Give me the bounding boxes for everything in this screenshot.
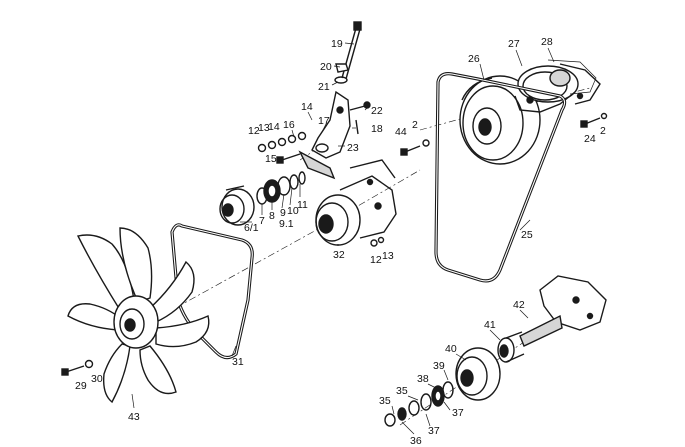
- label-14-left: 14: [268, 121, 280, 133]
- label-18: 18: [371, 123, 383, 135]
- label-9-1: 9.1: [279, 218, 294, 230]
- label-21: 21: [318, 81, 330, 93]
- label-16: 16: [283, 119, 295, 131]
- label-15: 15: [265, 153, 277, 165]
- label-20: 20: [320, 61, 332, 73]
- label-9: 9: [280, 207, 286, 219]
- label-39: 39: [433, 360, 445, 372]
- label-26: 26: [468, 53, 480, 65]
- label-12-mid: 12: [370, 254, 382, 266]
- label-19: 19: [331, 38, 343, 50]
- label-28: 28: [541, 36, 553, 48]
- label-29: 29: [75, 380, 87, 392]
- label-12-top: 12: [248, 125, 260, 137]
- pin-18: [355, 119, 359, 135]
- label-31: 31: [232, 356, 244, 368]
- label-23: 23: [347, 142, 359, 154]
- label-27: 27: [508, 38, 520, 50]
- part-number-labels: 19 20 21 22 14 17 16 14 13 12 18 23 15 1…: [75, 36, 606, 447]
- label-37-right: 37: [452, 407, 464, 419]
- label-25: 25: [521, 229, 533, 241]
- label-8: 8: [269, 210, 275, 222]
- tensioner-bracket-23: [298, 90, 351, 180]
- bolt-15: [276, 153, 301, 164]
- label-13-mid: 13: [382, 250, 394, 262]
- bracket-42: [519, 275, 607, 347]
- label-41: 41: [484, 319, 496, 331]
- water-pump-gasket: [547, 59, 597, 95]
- label-35-left: 35: [379, 395, 391, 407]
- label-38: 38: [417, 373, 429, 385]
- label-14-top: 14: [301, 101, 313, 113]
- label-24: 24: [584, 133, 596, 145]
- water-pump-housing: [514, 63, 601, 113]
- label-13-top: 13: [258, 122, 270, 134]
- water-pump-pulley: [459, 75, 541, 165]
- screw-44: [400, 139, 430, 156]
- label-32: 32: [333, 249, 345, 261]
- label-2-left: 2: [412, 119, 418, 131]
- label-10: 10: [287, 205, 299, 217]
- label-17: 17: [318, 115, 330, 127]
- label-36: 36: [410, 435, 422, 447]
- label-7: 7: [259, 215, 265, 227]
- fan-43: [67, 227, 210, 404]
- washer-21: [334, 76, 348, 84]
- label-6-1: 6/1: [244, 222, 259, 234]
- crank-pulley-40: [455, 347, 501, 401]
- label-42: 42: [513, 299, 525, 311]
- washer-stack-12-17: [257, 131, 307, 153]
- v-belt-25: [434, 72, 567, 283]
- label-30: 30: [91, 373, 103, 385]
- leader-lines: [131, 42, 555, 435]
- washers-12-13: [370, 236, 385, 247]
- v-belt-31: [170, 223, 254, 360]
- label-37-bottom: 37: [428, 425, 440, 437]
- sleeve-41: [497, 331, 525, 363]
- label-2-right: 2: [600, 125, 606, 137]
- screw-24: [580, 112, 608, 128]
- small-parts-35-39: [384, 381, 454, 427]
- nut-20: [335, 63, 349, 73]
- label-43: 43: [128, 411, 140, 423]
- label-22: 22: [371, 105, 383, 117]
- label-44: 44: [395, 126, 407, 138]
- bolt-22: [349, 101, 371, 111]
- label-11: 11: [297, 199, 308, 211]
- viscous-coupling-32: [315, 159, 397, 246]
- label-40: 40: [445, 343, 457, 355]
- bolt-29-washer-30: [61, 359, 94, 376]
- pulley-6-1: [219, 185, 255, 226]
- label-35-right: 35: [396, 385, 408, 397]
